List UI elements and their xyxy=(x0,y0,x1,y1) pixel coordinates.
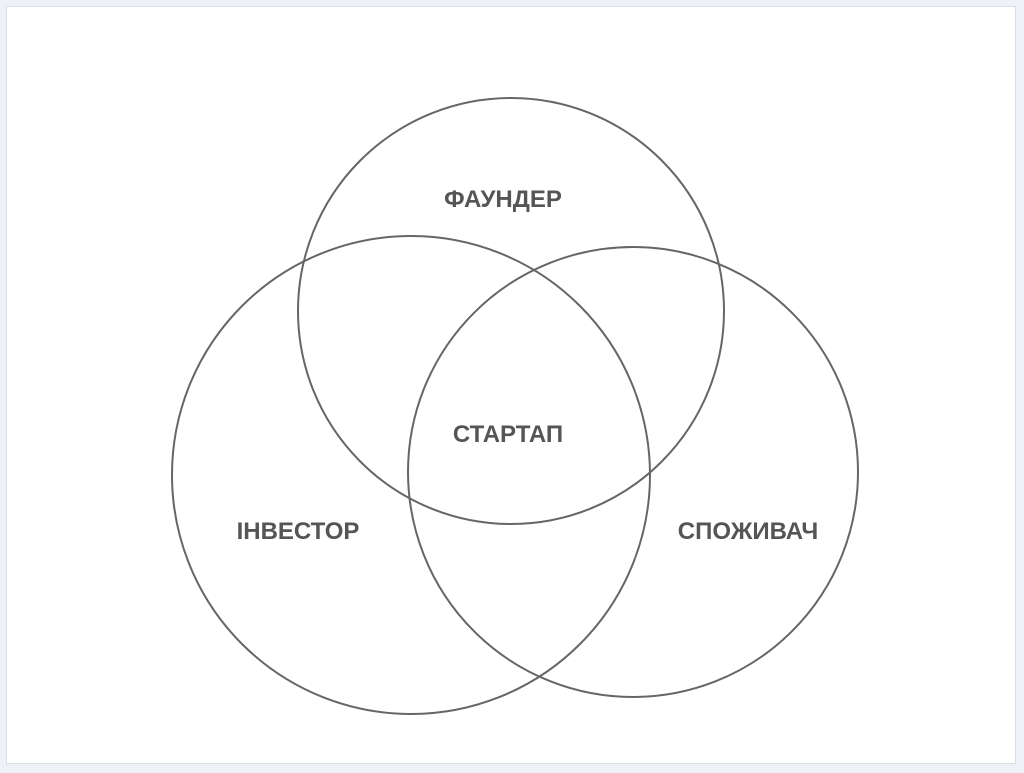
consumer-label: СПОЖИВАЧ xyxy=(678,518,818,545)
startup-label: СТАРТАП xyxy=(453,421,563,448)
founder-circle xyxy=(297,97,725,525)
consumer-circle xyxy=(407,246,859,698)
diagram-canvas xyxy=(6,6,1016,764)
investor-circle xyxy=(171,235,651,715)
investor-label: ІНВЕСТОР xyxy=(237,518,360,545)
founder-label: ФАУНДЕР xyxy=(444,186,562,213)
